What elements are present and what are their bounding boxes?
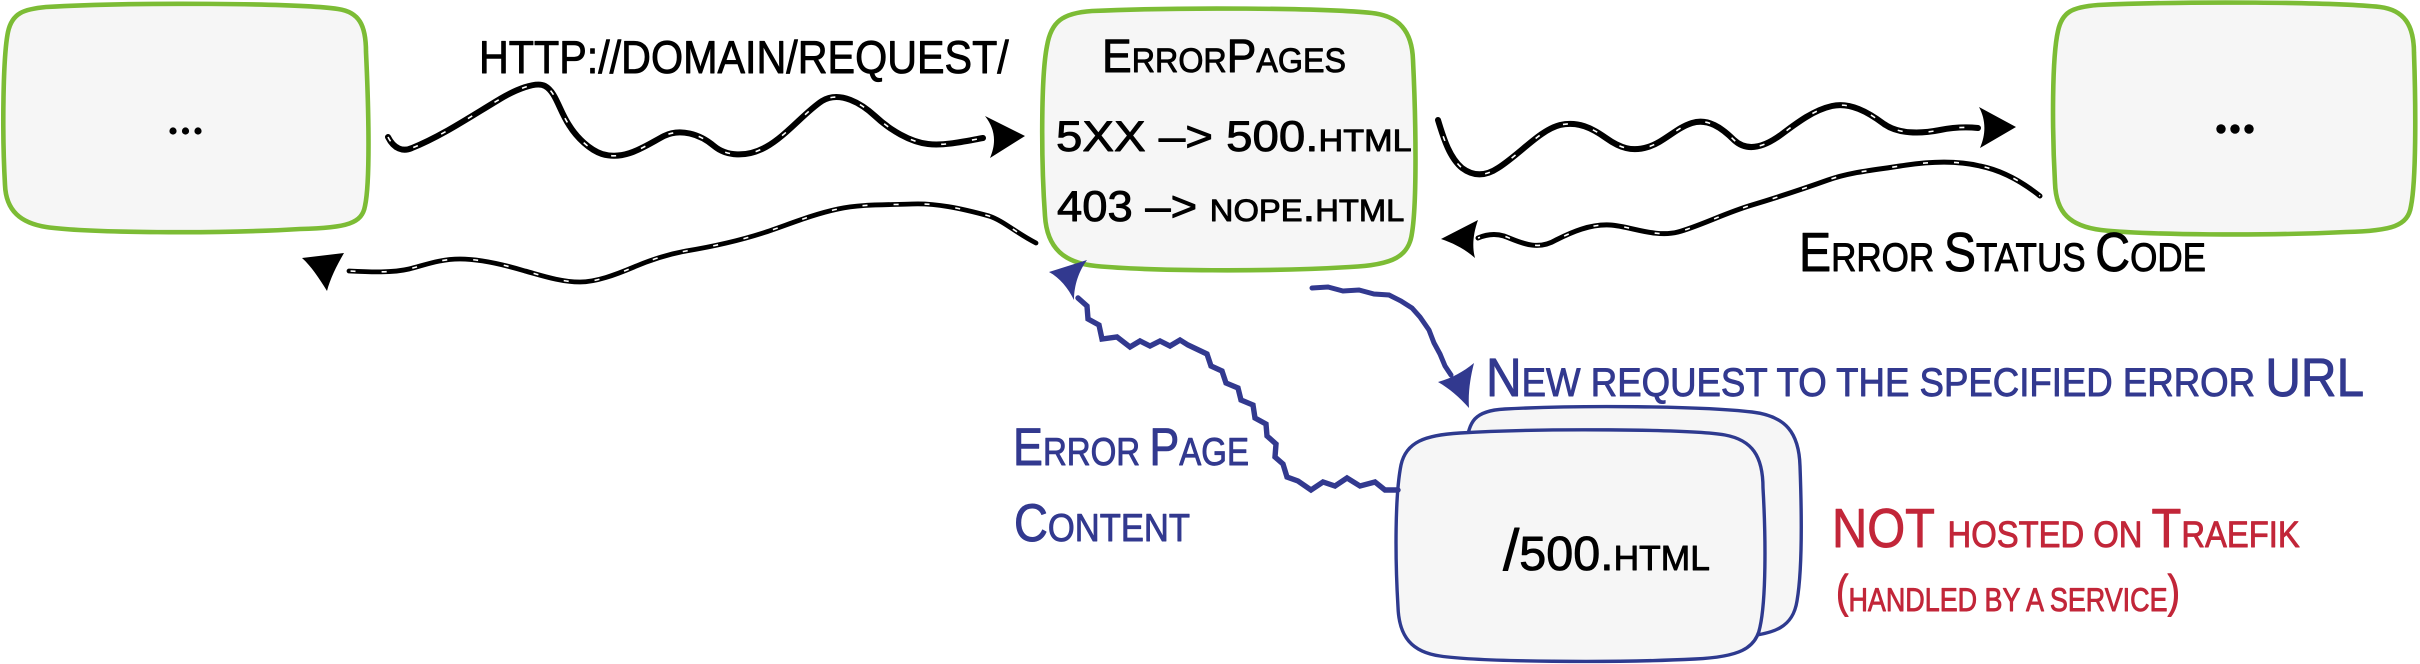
svg-text:5XX –> 500.HTML: 5XX –> 500.HTML bbox=[1056, 113, 1412, 161]
svg-text:403 –> NOPE.HTML: 403 –> NOPE.HTML bbox=[1057, 183, 1404, 231]
svg-text:NOT HOSTED ON TRAEFIK: NOT HOSTED ON TRAEFIK bbox=[1832, 497, 2300, 559]
svg-text:ERRORPAGES: ERRORPAGES bbox=[1102, 29, 1346, 82]
svg-text:HTTP://DOMAIN/REQUEST/: HTTP://DOMAIN/REQUEST/ bbox=[479, 31, 1009, 83]
svg-text:NEW REQUEST TO THE SPECIFIED E: NEW REQUEST TO THE SPECIFIED ERROR URL bbox=[1486, 348, 2364, 408]
svg-text:ERROR STATUS CODE: ERROR STATUS CODE bbox=[1799, 221, 2206, 283]
svg-text:ERROR PAGE: ERROR PAGE bbox=[1013, 418, 1249, 477]
svg-text:/500.HTML: /500.HTML bbox=[1503, 518, 1710, 583]
svg-text:CONTENT: CONTENT bbox=[1014, 494, 1190, 553]
svg-text:(HANDLED BY A SERVICE): (HANDLED BY A SERVICE) bbox=[1836, 565, 2180, 618]
